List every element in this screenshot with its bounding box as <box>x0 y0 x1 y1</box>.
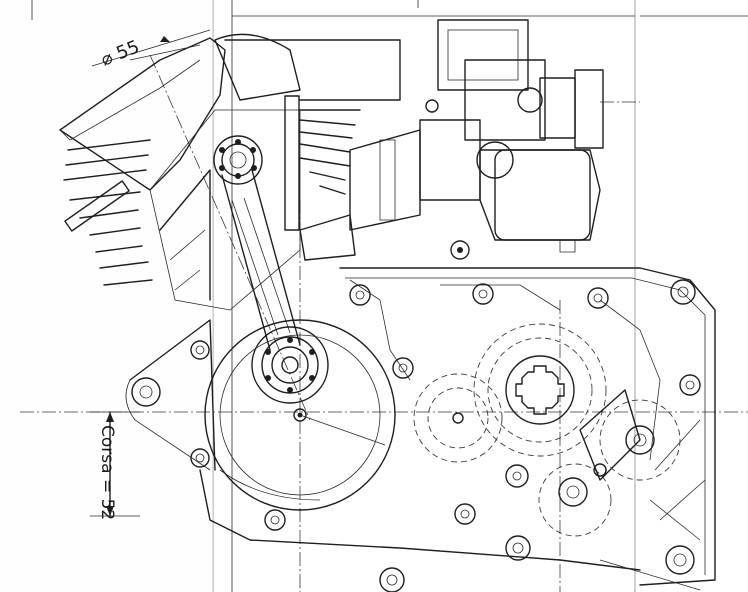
cylinder-barrel <box>149 109 301 311</box>
scan-seams <box>212 0 636 592</box>
crankcase <box>125 267 716 586</box>
intake-manifold <box>299 129 470 261</box>
crankshaft-flywheel <box>204 319 396 511</box>
center-lines <box>20 54 748 592</box>
barrel-fins <box>224 39 401 231</box>
clutch-cover-section <box>579 389 706 591</box>
bolt-bosses <box>131 279 701 592</box>
gear-train <box>413 323 681 537</box>
big-end-bearing <box>251 326 329 404</box>
drawing-frame <box>31 0 748 592</box>
stroke-dimension: Corsa = 52 <box>90 411 140 520</box>
cooling-fins <box>63 139 153 286</box>
connecting-rod <box>213 135 301 351</box>
small-end-bearing-rollers <box>219 139 257 179</box>
carburettor <box>419 19 640 253</box>
cylinder-head <box>59 33 301 286</box>
stroke-label: Corsa = 52 <box>97 425 117 520</box>
